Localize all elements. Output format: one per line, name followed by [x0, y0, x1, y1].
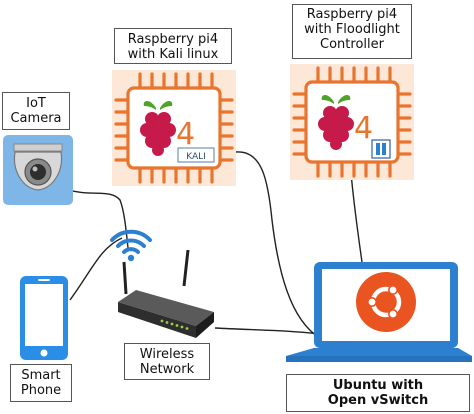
wireless-network-label: Wireless Network — [124, 343, 210, 380]
wire-phone-router — [69, 237, 123, 301]
floodlight-logo-icon — [371, 139, 391, 159]
wire-router-laptop — [214, 327, 321, 335]
kali-logo-icon — [177, 147, 215, 163]
smartphone-icon — [20, 276, 68, 360]
wifi-signal — [108, 226, 154, 262]
kali-badge-text: KALI — [186, 152, 206, 162]
wire-kali-laptop — [235, 151, 321, 339]
ubuntu-laptop — [284, 262, 474, 378]
wire-camera-router — [61, 187, 129, 249]
smart-phone-label: Smart Phone — [10, 364, 72, 402]
iot-camera-label: IoT Camera — [2, 92, 70, 130]
controller-raspberry-pi: 4 — [290, 64, 414, 180]
security-camera-icon — [3, 135, 73, 205]
laptop-icon — [286, 262, 472, 362]
kali-raspberry-pi: 4 KALI — [112, 70, 236, 186]
router-icon — [118, 250, 214, 338]
smart-phone — [18, 274, 70, 362]
pi-model-digit: 4 — [176, 117, 195, 152]
raspberry-pi-chip-icon: 4 — [290, 64, 414, 180]
iot-camera — [2, 134, 74, 206]
wifi-icon — [110, 229, 152, 262]
raspberry-pi-chip-icon: 4 KALI — [112, 70, 236, 186]
ubuntu-logo-icon — [356, 272, 416, 332]
wireless-router — [112, 250, 222, 342]
pi-model-digit: 4 — [354, 111, 373, 146]
kali-pi-label: Raspberry pi4 with Kali linux — [114, 28, 232, 64]
ubuntu-laptop-label: Ubuntu with Open vSwitch — [286, 374, 470, 412]
controller-pi-label: Raspberry pi4 with Floodlight Controller — [292, 4, 412, 59]
